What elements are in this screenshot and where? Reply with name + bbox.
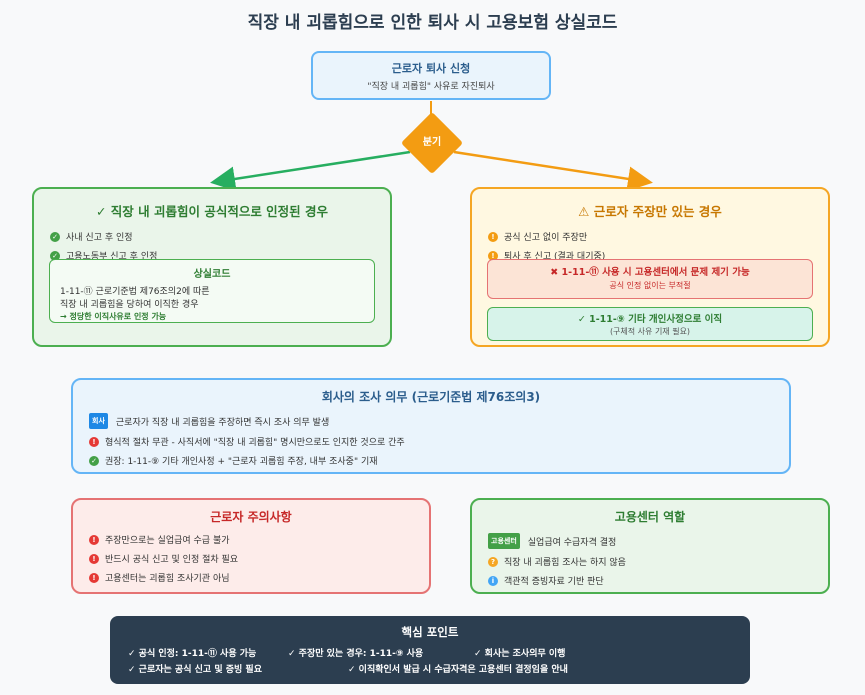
key-points-box: 핵심 포인트 ✓ 공식 인정: 1-11-⑪ 사용 가능 ✓ 주장만 있는 경우…: [110, 616, 750, 684]
list-item: ! 형식적 절차 무관 - 사직서에 "직장 내 괴롭힘" 명시만으로도 인지한…: [89, 435, 789, 448]
employment-center-list: 고용센터 실업급여 수급자격 결정 ? 직장 내 괴롭힘 조사는 하지 않음 i…: [488, 533, 828, 587]
key-point-item: ✓ 이직확인서 발급 시 수급자격은 고용센터 결정임을 안내: [348, 665, 568, 675]
official-case-heading: ✓ 직장 내 괴롭힘이 공식적으로 인정된 경우: [95, 204, 329, 219]
list-item: i 객관적 증빙자료 기반 판단: [488, 574, 828, 587]
check-circle-icon: ✓: [50, 250, 60, 261]
list-item: ? 직장 내 괴롭힘 조사는 하지 않음: [488, 555, 828, 568]
key-point-item: ✓ 회사는 조사의무 이행: [474, 649, 566, 659]
claim-warning-title: ✖ 1-11-⑪ 사용 시 고용센터에서 문제 제기 가능: [550, 267, 750, 278]
info-circle-icon: i: [488, 575, 498, 586]
code-box-line: 1-11-⑪ 근로기준법 제76조의2에 따른: [60, 287, 210, 297]
info-circle-icon: ?: [488, 556, 498, 567]
alert-circle-icon: !: [488, 231, 498, 242]
official-case-box: ✓ 직장 내 괴롭힘이 공식적으로 인정된 경우 ✓ 사내 신고 후 인정 ✓ …: [32, 187, 392, 347]
check-circle-icon: ✓: [50, 231, 60, 242]
claim-case-box: ⚠ 근로자 주장만 있는 경우 ! 공식 신고 없이 주장만 ! 퇴사 후 신고…: [470, 187, 830, 347]
key-point-item: ✓ 공식 인정: 1-11-⑪ 사용 가능: [128, 649, 257, 659]
official-case-list: ✓ 사내 신고 후 인정 ✓ 고용노동부 신고 후 인정: [50, 230, 390, 262]
company-tag-icon: 회사: [89, 413, 108, 429]
claim-recommend-title: ✓ 1-11-⑨ 기타 개인사정으로 이직: [577, 314, 723, 325]
start-node-subtitle: "직장 내 괴롭힘" 사유로 자진퇴사: [367, 82, 495, 92]
code-box-note: → 정당한 이직사유로 인정 가능: [60, 312, 167, 321]
alert-circle-icon: !: [89, 553, 99, 564]
list-item: ✓ 권장: 1-11-⑨ 기타 개인사정 + "근로자 괴롭힘 주장, 내부 조…: [89, 454, 789, 467]
worker-caution-heading: 근로자 주의사항: [210, 510, 292, 524]
alert-circle-icon: !: [89, 534, 99, 545]
company-duty-list: 회사 근로자가 직장 내 괴롭힘을 주장하면 즉시 조사 의무 발생 ! 형식적…: [89, 413, 789, 467]
warning-icon: ⚠: [578, 204, 590, 219]
claim-case-list: ! 공식 신고 없이 주장만 ! 퇴사 후 신고 (결과 대기중): [488, 230, 828, 262]
list-item: ✓ 사내 신고 후 인정: [50, 230, 390, 243]
key-point-item: ✓ 근로자는 공식 신고 및 증빙 필요: [128, 665, 262, 675]
alert-circle-icon: !: [89, 572, 99, 583]
start-node-title: 근로자 퇴사 신청: [391, 62, 471, 75]
employment-center-heading: 고용센터 역할: [614, 510, 686, 524]
company-duty-heading: 회사의 조사 의무 (근로기준법 제76조의3): [321, 390, 541, 404]
list-item: ! 고용센터는 괴롭힘 조사기관 아님: [89, 571, 429, 584]
list-item: ! 퇴사 후 신고 (결과 대기중): [488, 249, 828, 262]
claim-case-heading: ⚠ 근로자 주장만 있는 경우: [578, 204, 722, 219]
cross-icon: ✖: [550, 267, 559, 278]
code-box-title: 상실코드: [193, 269, 231, 280]
start-node: 근로자 퇴사 신청 "직장 내 괴롭힘" 사유로 자진퇴사: [311, 51, 551, 100]
list-item: ! 반드시 공식 신고 및 인정 절차 필요: [89, 552, 429, 565]
list-item: ✓ 고용노동부 신고 후 인정: [50, 249, 390, 262]
page-title: 직장 내 괴롭힘으로 인한 퇴사 시 고용보험 상실코드: [247, 13, 618, 33]
arrow-to-official: [210, 150, 411, 192]
key-points-title: 핵심 포인트: [401, 625, 459, 639]
company-duty-box: 회사의 조사 의무 (근로기준법 제76조의3) 회사 근로자가 직장 내 괴롭…: [71, 378, 791, 474]
worker-caution-list: ! 주장만으로는 실업급여 수급 불가 ! 반드시 공식 신고 및 인정 절차 …: [89, 533, 429, 584]
center-tag-icon: 고용센터: [488, 533, 520, 549]
branch-label: 분기: [422, 137, 442, 148]
alert-circle-icon: !: [488, 250, 498, 261]
worker-caution-box: 근로자 주의사항 ! 주장만으로는 실업급여 수급 불가 ! 반드시 공식 신고…: [71, 498, 431, 594]
claim-recommend-box: ✓ 1-11-⑨ 기타 개인사정으로 이직 (구체적 사유 기재 필요): [487, 307, 813, 341]
claim-warning-subtitle: 공식 인정 없이는 부적절: [609, 281, 691, 290]
claim-warning-box: ✖ 1-11-⑪ 사용 시 고용센터에서 문제 제기 가능 공식 인정 없이는 …: [487, 259, 813, 299]
employment-center-box: 고용센터 역할 고용센터 실업급여 수급자격 결정 ? 직장 내 괴롭힘 조사는…: [470, 498, 830, 594]
check-circle-icon: ✓: [89, 455, 99, 466]
official-code-box: 상실코드 1-11-⑪ 근로기준법 제76조의2에 따른 직장 내 괴롭힘을 당…: [49, 259, 375, 323]
list-item: ! 주장만으로는 실업급여 수급 불가: [89, 533, 429, 546]
arrow-to-claim: [453, 150, 653, 192]
list-item: ! 공식 신고 없이 주장만: [488, 230, 828, 243]
claim-recommend-subtitle: (구체적 사유 기재 필요): [609, 327, 691, 336]
list-item: 고용센터 실업급여 수급자격 결정: [488, 533, 828, 549]
key-point-item: ✓ 주장만 있는 경우: 1-11-⑨ 사용: [288, 649, 424, 659]
list-item: 회사 근로자가 직장 내 괴롭힘을 주장하면 즉시 조사 의무 발생: [89, 413, 789, 429]
alert-circle-icon: !: [89, 436, 99, 447]
code-box-line: 직장 내 괴롭힘을 당하여 이직한 경우: [60, 300, 199, 310]
